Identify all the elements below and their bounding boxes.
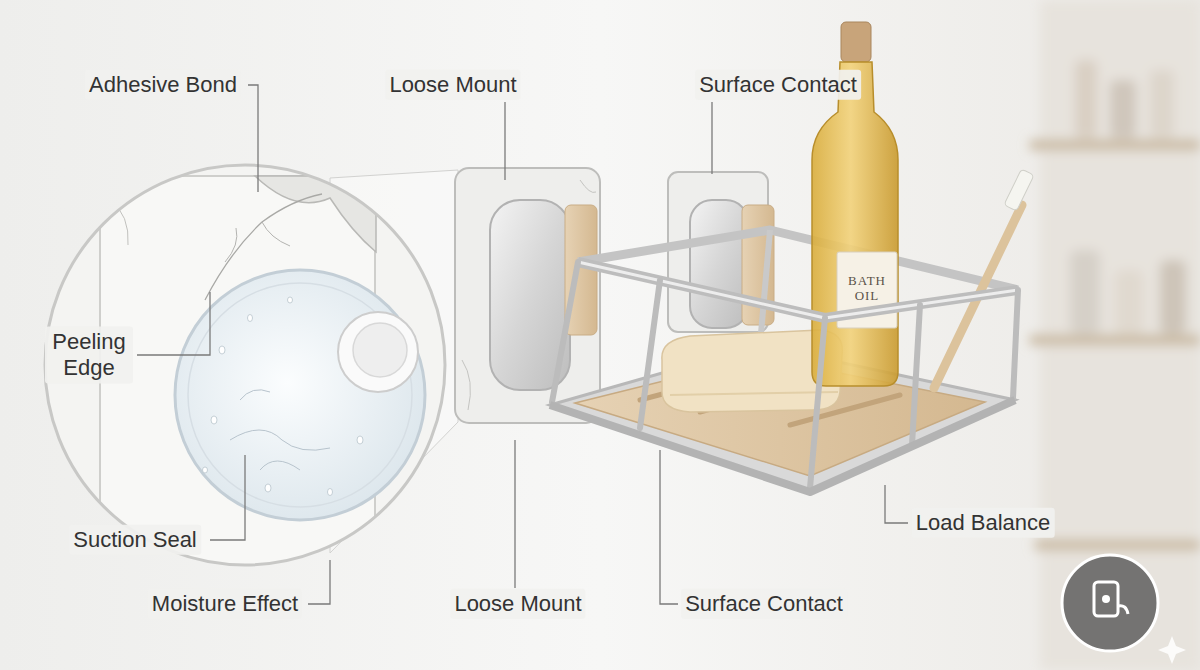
shower-basket xyxy=(841,22,871,62)
leader-lines xyxy=(137,85,908,604)
callout-label: Load Balance xyxy=(912,508,1055,538)
wall-mounts xyxy=(455,168,600,423)
shower-basket xyxy=(578,262,1018,318)
zoom-circle xyxy=(248,315,253,322)
blurred-shelves xyxy=(1115,270,1143,334)
shower-basket xyxy=(578,262,1018,318)
watermark-icon xyxy=(1158,636,1186,664)
shower-basket xyxy=(550,22,1034,492)
shower-basket xyxy=(810,318,825,488)
zoom-circle xyxy=(328,489,333,496)
callout-label: Surface Contact xyxy=(681,589,847,619)
callout-label: Loose Mount xyxy=(450,589,585,619)
shower-basket xyxy=(760,230,770,345)
shower-basket xyxy=(912,305,920,445)
leader-lines xyxy=(308,560,330,604)
zoom-circle xyxy=(225,222,290,262)
leader-lines xyxy=(660,450,678,604)
leader-lines xyxy=(514,440,515,588)
watermark-icon xyxy=(1102,595,1110,603)
watermark-icon xyxy=(1062,555,1186,664)
zoom-circle xyxy=(353,323,407,377)
shower-basket xyxy=(550,400,1015,492)
leader-lines xyxy=(885,485,908,523)
leader-lines xyxy=(248,85,258,192)
callout-label: Moisture Effect xyxy=(148,589,302,619)
zoom-circle xyxy=(203,467,208,473)
blurred-shelves xyxy=(1110,80,1136,138)
shower-basket xyxy=(1004,169,1034,211)
leader-lines xyxy=(210,455,245,540)
shower-basket xyxy=(640,280,660,428)
shower-basket xyxy=(552,262,1018,488)
callout-label: Adhesive Bond xyxy=(85,70,241,100)
leader-lines xyxy=(711,102,712,174)
leader-lines xyxy=(504,102,505,180)
zoom-circle xyxy=(338,312,418,392)
bottle-label-text: BATH OIL xyxy=(842,274,892,304)
wall-mounts xyxy=(690,200,748,328)
blurred-shelves xyxy=(1030,0,1200,670)
blurred-shelves xyxy=(1030,140,1200,150)
zoom-circle xyxy=(265,484,271,492)
zoom-circle xyxy=(357,436,363,444)
leader-lines xyxy=(137,292,210,355)
blurred-shelves xyxy=(1160,260,1186,334)
blurred-shelves xyxy=(1035,540,1200,550)
callout-label: Surface Contact xyxy=(695,70,861,100)
shower-basket xyxy=(670,392,838,395)
zoom-circle xyxy=(288,297,293,303)
zoom-circle xyxy=(219,346,225,354)
zoom-circle xyxy=(110,200,128,245)
callout-label: Peeling Edge xyxy=(45,327,133,384)
zoom-circle xyxy=(175,270,425,520)
watermark-icon xyxy=(1062,555,1158,651)
zoom-circle xyxy=(45,165,445,596)
blurred-shelves xyxy=(1070,250,1100,334)
wall-mounts xyxy=(462,180,596,410)
watermark-icon xyxy=(1118,606,1128,614)
blurred-shelves xyxy=(1150,70,1174,138)
watermark-icon xyxy=(1094,582,1118,616)
zoom-circle xyxy=(45,165,445,565)
zoom-circle xyxy=(211,416,217,424)
zoom-circle xyxy=(203,297,364,496)
blurred-shelves xyxy=(1075,60,1097,138)
callout-label: Suction Seal xyxy=(69,525,201,555)
shower-basket xyxy=(1013,290,1018,398)
shower-basket xyxy=(552,262,578,402)
callout-label: Loose Mount xyxy=(385,70,520,100)
blurred-shelves xyxy=(1030,335,1200,345)
